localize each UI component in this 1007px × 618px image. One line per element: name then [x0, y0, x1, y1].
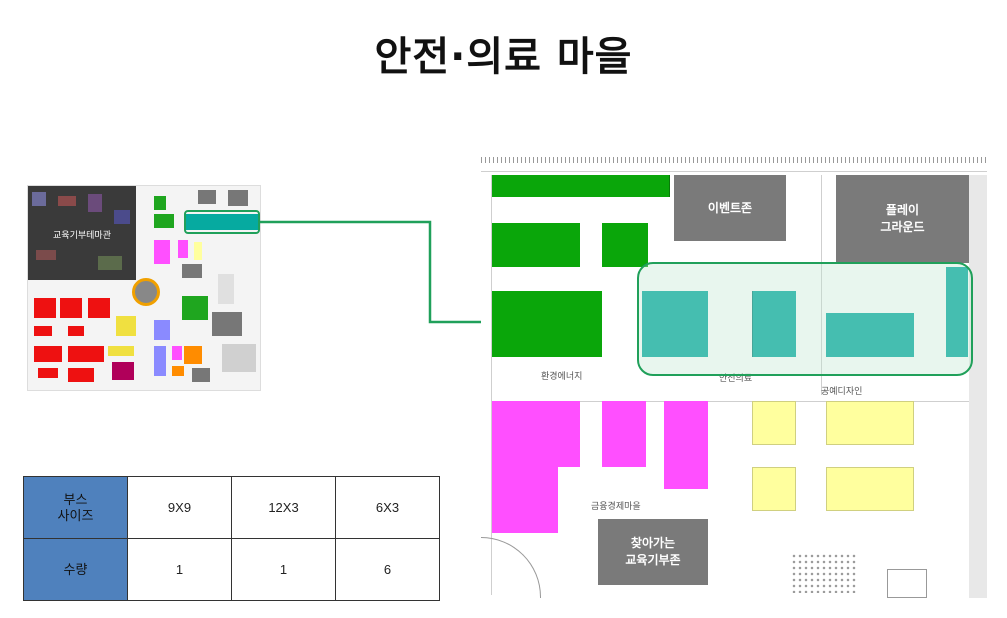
mini-booth: [34, 326, 52, 336]
mini-booth: [154, 196, 166, 210]
mini-booth: [218, 274, 234, 304]
booth-table: 부스 사이즈 9X9 12X3 6X3 수량 1 1 6: [23, 476, 440, 601]
map-wall: [969, 175, 987, 598]
header-size-label: 부스 사이즈: [23, 476, 128, 539]
mini-booth: [212, 312, 242, 336]
mini-booth: [192, 368, 210, 382]
area-label-finance: 금융경제마을: [591, 502, 641, 512]
area-label-safety-medical: 안전의료: [719, 374, 753, 384]
door-arc: [481, 537, 541, 598]
yellow-booth: [826, 467, 914, 511]
safety-medical-highlight: [637, 262, 973, 376]
mini-booth: [112, 362, 134, 380]
magenta-booth: [492, 467, 558, 533]
detail-map: 이벤트존 플레이 그라운드 찾아가는 교육기부존 환경에너지 안전의료 공예디자…: [481, 157, 987, 598]
mini-center-circle: [132, 278, 160, 306]
quantity-cell: 6: [335, 538, 440, 601]
magenta-booth: [602, 401, 646, 467]
green-booth: [602, 223, 648, 267]
overview-map: 교육기부테마관: [27, 185, 261, 391]
mini-booth: [154, 320, 170, 340]
table-row: 부스 사이즈 9X9 12X3 6X3: [23, 476, 440, 539]
size-cell: 6X3: [335, 476, 440, 539]
mini-booth: [38, 368, 58, 378]
mini-booth: [154, 214, 174, 228]
theme-hall-label: 교육기부테마관: [53, 231, 111, 241]
mini-booth: [68, 326, 84, 336]
mini-booth: [34, 298, 56, 318]
mini-booth: [178, 240, 188, 258]
map-line: [491, 401, 971, 402]
event-zone: 이벤트존: [674, 175, 786, 241]
mini-booth: [58, 196, 76, 206]
quantity-cell: 1: [231, 538, 336, 601]
mini-booth: [36, 250, 56, 260]
playground-zone: 플레이 그라운드: [836, 175, 969, 263]
mini-booth: [184, 346, 202, 364]
yellow-booth: [752, 467, 796, 511]
map-top-ruler: [481, 157, 987, 163]
green-booth: [492, 175, 670, 197]
map-furniture: [887, 569, 927, 598]
size-cell: 9X9: [127, 476, 232, 539]
quantity-cell: 1: [127, 538, 232, 601]
mini-booth: [60, 298, 82, 318]
green-booth: [492, 223, 580, 267]
header-quantity-label: 수량: [23, 538, 128, 601]
green-booth: [492, 291, 602, 357]
mini-booth: [172, 346, 182, 360]
area-label-environment: 환경에너지: [541, 372, 583, 382]
teal-booth: [642, 291, 708, 357]
mini-booth: [228, 190, 248, 206]
page-title: 안전·의료 마을: [374, 34, 633, 80]
teal-booth: [826, 313, 914, 357]
mini-booth: [172, 366, 184, 376]
mini-booth: [154, 346, 166, 376]
map-line: [481, 171, 987, 172]
size-cell: 12X3: [231, 476, 336, 539]
teal-booth: [752, 291, 796, 357]
teal-booth: [946, 267, 968, 357]
mini-booth: [222, 344, 256, 372]
map-line: [491, 175, 492, 595]
mini-booth: [88, 194, 102, 212]
yellow-booth: [826, 401, 914, 445]
mini-booth: [108, 346, 134, 356]
overview-highlight-box: [184, 210, 260, 234]
mini-booth: [34, 346, 62, 362]
mini-booth: [116, 316, 136, 336]
mini-booth: [182, 264, 202, 278]
yellow-booth: [752, 401, 796, 445]
mini-booth: [198, 190, 216, 204]
mini-booth: [32, 192, 46, 206]
area-label-craft-design: 공예디자인: [821, 387, 863, 397]
table-row: 수량 1 1 6: [23, 538, 440, 601]
mini-booth: [68, 346, 104, 362]
magenta-booth: [492, 401, 580, 467]
mini-booth: [88, 298, 110, 318]
mini-booth: [186, 214, 258, 230]
header-size-text: 부스 사이즈: [57, 491, 94, 523]
map-line: [821, 175, 822, 395]
mini-booth: [194, 242, 202, 260]
mini-booth: [182, 296, 208, 320]
mini-booth: [98, 256, 122, 270]
mini-booth: [114, 210, 130, 224]
mini-booth: [154, 240, 170, 264]
visiting-zone: 찾아가는 교육기부존: [598, 519, 708, 585]
seating-dots: [791, 553, 857, 593]
magenta-booth: [664, 401, 708, 489]
mini-booth: [68, 368, 94, 382]
